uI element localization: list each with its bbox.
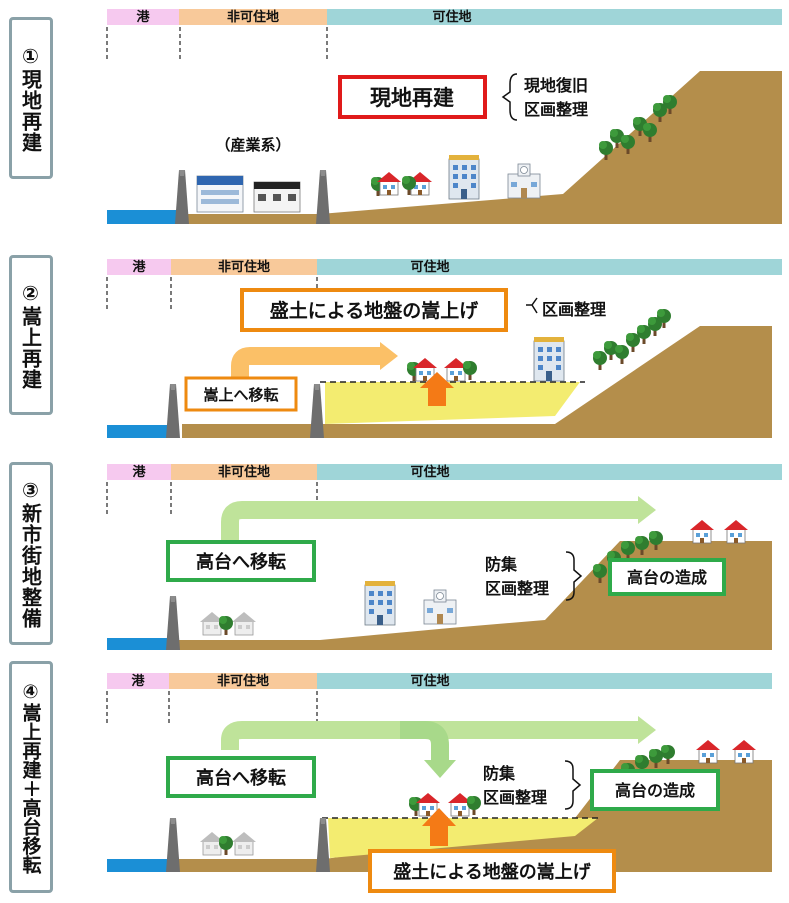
panel-3-scene — [106, 464, 782, 650]
svg-text:区画整理: 区画整理 — [483, 788, 547, 807]
svg-text:防集: 防集 — [483, 764, 516, 783]
svg-text:非可住地: 非可住地 — [218, 464, 270, 480]
svg-text:非可住地: 非可住地 — [218, 259, 270, 275]
panel-3-label: ③新市街地整備 — [9, 462, 53, 645]
panel-1-scene — [106, 9, 782, 224]
svg-text:防集: 防集 — [485, 555, 518, 574]
panel-1-label: ①現地再建 — [9, 17, 53, 179]
rebuild-box — [338, 75, 487, 119]
panel-4-label: ④嵩上再建＋高台移転 — [9, 661, 53, 893]
svg-text:港: 港 — [131, 673, 145, 689]
industrial-label: （産業系） — [215, 136, 290, 154]
rebuild-label: 現地再建 — [370, 86, 454, 110]
svg-text:港: 港 — [132, 259, 146, 275]
readjust-label: 区画整理 — [524, 100, 588, 119]
panel-1-labels: 港 非可住地 可住地 （産業系） 現地再建 現地復旧 区画整理 — [136, 9, 588, 154]
svg-text:区画整理: 区画整理 — [485, 579, 549, 598]
svg-text:可住地: 可住地 — [410, 464, 449, 480]
panel-2-scene — [106, 259, 782, 438]
move-raised-label: 嵩上へ移転 — [203, 386, 278, 404]
zone-port-label: 港 — [136, 9, 150, 25]
panel-2-label: ②嵩上再建 — [9, 255, 53, 415]
panel-3-labels: 港 非可住地 可住地 高台へ移転 防集 区画整理 高台の造成 — [132, 464, 726, 601]
svg-text:高台の造成: 高台の造成 — [615, 781, 695, 800]
panel-4-labels: 港 非可住地 可住地 高台へ移転 防集 区画整理 高台の造成 盛土による地盤の嵩… — [131, 673, 720, 893]
svg-text:高台へ移転: 高台へ移転 — [196, 767, 286, 789]
restore-label: 現地復旧 — [524, 76, 588, 95]
svg-text:区画整理: 区画整理 — [542, 300, 606, 319]
panel-2-labels: 港 非可住地 可住地 盛土による地盤の嵩上げ 区画整理 嵩上へ移転 — [132, 259, 606, 412]
svg-text:港: 港 — [132, 464, 146, 480]
zone-nonres-label: 非可住地 — [227, 9, 279, 25]
svg-text:可住地: 可住地 — [410, 259, 449, 275]
hill-build-label: 高台の造成 — [627, 568, 707, 587]
zone-res-label: 可住地 — [432, 9, 471, 25]
svg-text:盛土による地盤の嵩上げ: 盛土による地盤の嵩上げ — [393, 861, 591, 883]
svg-text:非可住地: 非可住地 — [217, 673, 269, 689]
raise-label: 盛土による地盤の嵩上げ — [270, 299, 479, 322]
svg-text:可住地: 可住地 — [410, 673, 449, 689]
move-hill-label: 高台へ移転 — [196, 551, 286, 573]
